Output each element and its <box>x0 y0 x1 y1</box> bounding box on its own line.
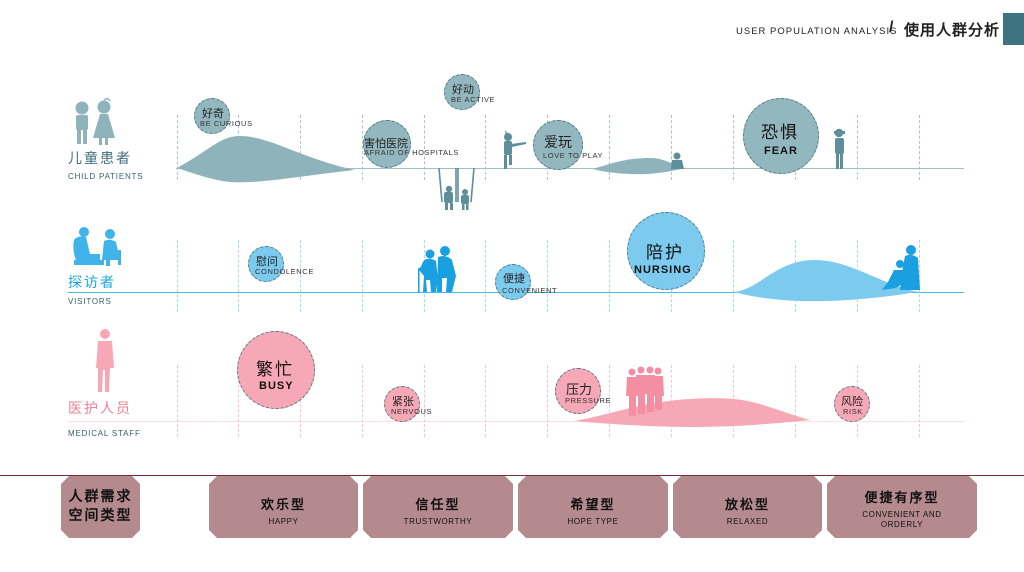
sitting-child-icon <box>671 152 684 169</box>
row-label-cn: 医护人员 <box>68 401 132 417</box>
space-type-convenient-orderly: 便捷有序型 CONVENIENT AND ORDERLY <box>827 476 977 538</box>
row-baseline <box>68 421 964 422</box>
section-divider <box>0 475 1024 476</box>
row-label-en: MEDICAL STAFF <box>68 429 141 438</box>
header-accent-block <box>1003 13 1024 45</box>
space-type-relaxed: 放松型 RELAXED <box>673 476 822 538</box>
header-title-en: USER POPULATION ANALYSIS <box>736 26 898 37</box>
header-separator: / <box>889 19 894 36</box>
parent-and-child-icon <box>882 245 920 290</box>
child-emotion-curves <box>177 136 685 183</box>
staff-group-icon <box>626 366 664 416</box>
space-type-happy: 欢乐型 HAPPY <box>209 476 358 538</box>
row-label-en: VISITORS <box>68 297 112 306</box>
visitors-emotion-curve <box>733 260 918 302</box>
children-icon <box>75 98 115 145</box>
row-label-cn: 儿童患者 <box>68 151 132 167</box>
medical-emotion-curve <box>574 398 810 427</box>
swing-children-icon <box>438 168 475 210</box>
playing-child-icon <box>504 130 526 169</box>
visitors-icon <box>73 227 121 266</box>
medical-staff-icon <box>96 329 114 392</box>
header-title-cn: 使用人群分析 <box>904 21 1001 39</box>
space-type-trustworthy: 信任型 TRUSTWORTHY <box>363 476 513 538</box>
space-type-hope: 希望型 HOPE TYPE <box>518 476 668 538</box>
standing-child-icon <box>834 128 845 169</box>
elderly-couple-icon <box>418 246 456 293</box>
space-types-title-card: 人群需求 空间类型 <box>61 476 140 538</box>
row-baseline <box>176 168 964 169</box>
row-label-en: CHILD PATIENTS <box>68 172 144 181</box>
row-label-cn: 探访者 <box>68 275 116 291</box>
